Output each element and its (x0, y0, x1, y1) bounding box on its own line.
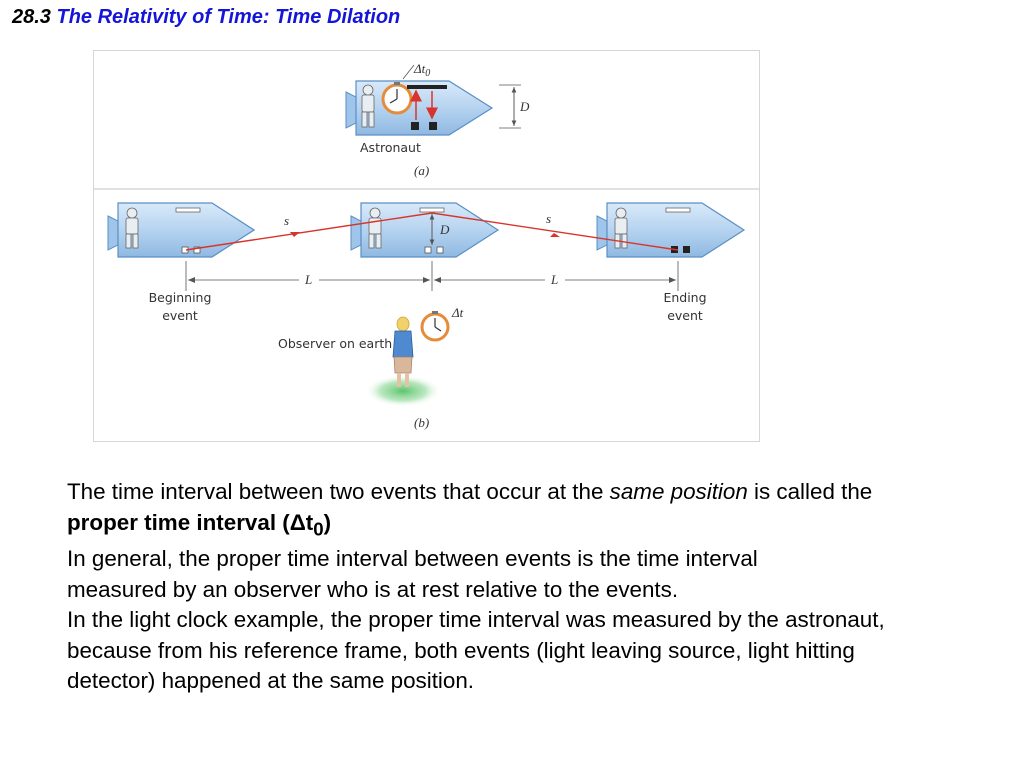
astronaut-figure-a (361, 84, 375, 128)
path-label-right: s (546, 211, 551, 226)
p1-text-a: The time interval between two events tha… (67, 479, 610, 504)
time-dilation-figure: Δt0 D Astronaut (a) (93, 50, 760, 442)
paragraph-general: In general, the proper time interval bet… (67, 546, 758, 602)
p1-bold-term: proper time interval (Δt0) (67, 509, 332, 539)
observer-label: Observer on earth (278, 336, 392, 351)
delta-t0-label: Δt (413, 61, 426, 76)
p1-close-paren: ) (323, 509, 332, 535)
ground-glow (365, 375, 441, 407)
delta-t-label: Δt (451, 305, 464, 320)
observer-figure (392, 316, 414, 387)
light-detector (429, 122, 437, 130)
body-text: The time interval between two events tha… (67, 477, 897, 697)
light-path (185, 212, 679, 251)
light-source (411, 122, 419, 130)
paragraph-proper-time-definition: The time interval between two events tha… (67, 477, 897, 544)
title-text: The Relativity of Time: Time Dilation (56, 6, 401, 28)
section-number: 28.3 (12, 6, 51, 28)
p1-italic: same position (609, 479, 748, 504)
paragraph-light-clock: In the light clock example, the proper t… (67, 607, 885, 694)
mirror (407, 85, 447, 89)
p1-text-b: is called the (747, 479, 873, 504)
rocket-b-middle (350, 202, 500, 258)
panel-a-caption: (a) (414, 163, 429, 178)
astronaut-label: Astronaut (360, 140, 421, 155)
path-label-left: s (284, 213, 289, 228)
delta-t0-subscript: 0 (425, 68, 430, 79)
rocket-a (345, 64, 494, 136)
rocket-b-left (107, 202, 256, 258)
beginning-event-line2: event (162, 308, 198, 323)
p1-subscript: 0 (313, 517, 324, 539)
beginning-event-line1: Beginning (149, 290, 212, 305)
svg-text:Δt0: Δt0 (413, 61, 430, 79)
distance-label-b: D (439, 222, 450, 237)
distance-label-a: D (519, 99, 530, 114)
panel-b-caption: (b) (414, 415, 429, 430)
p1-bold-text: proper time interval (Δt (67, 509, 314, 535)
ending-event-line2: event (667, 308, 703, 323)
clock-icon-b (420, 311, 450, 342)
slide-title: 28.3 The Relativity of Time: Time Dilati… (12, 5, 400, 29)
figure-illustration: Δt0 D Astronaut (a) (94, 61, 759, 430)
length-label-left: L (304, 272, 312, 287)
length-label-right: L (550, 272, 558, 287)
ending-event-line1: Ending (663, 290, 706, 305)
